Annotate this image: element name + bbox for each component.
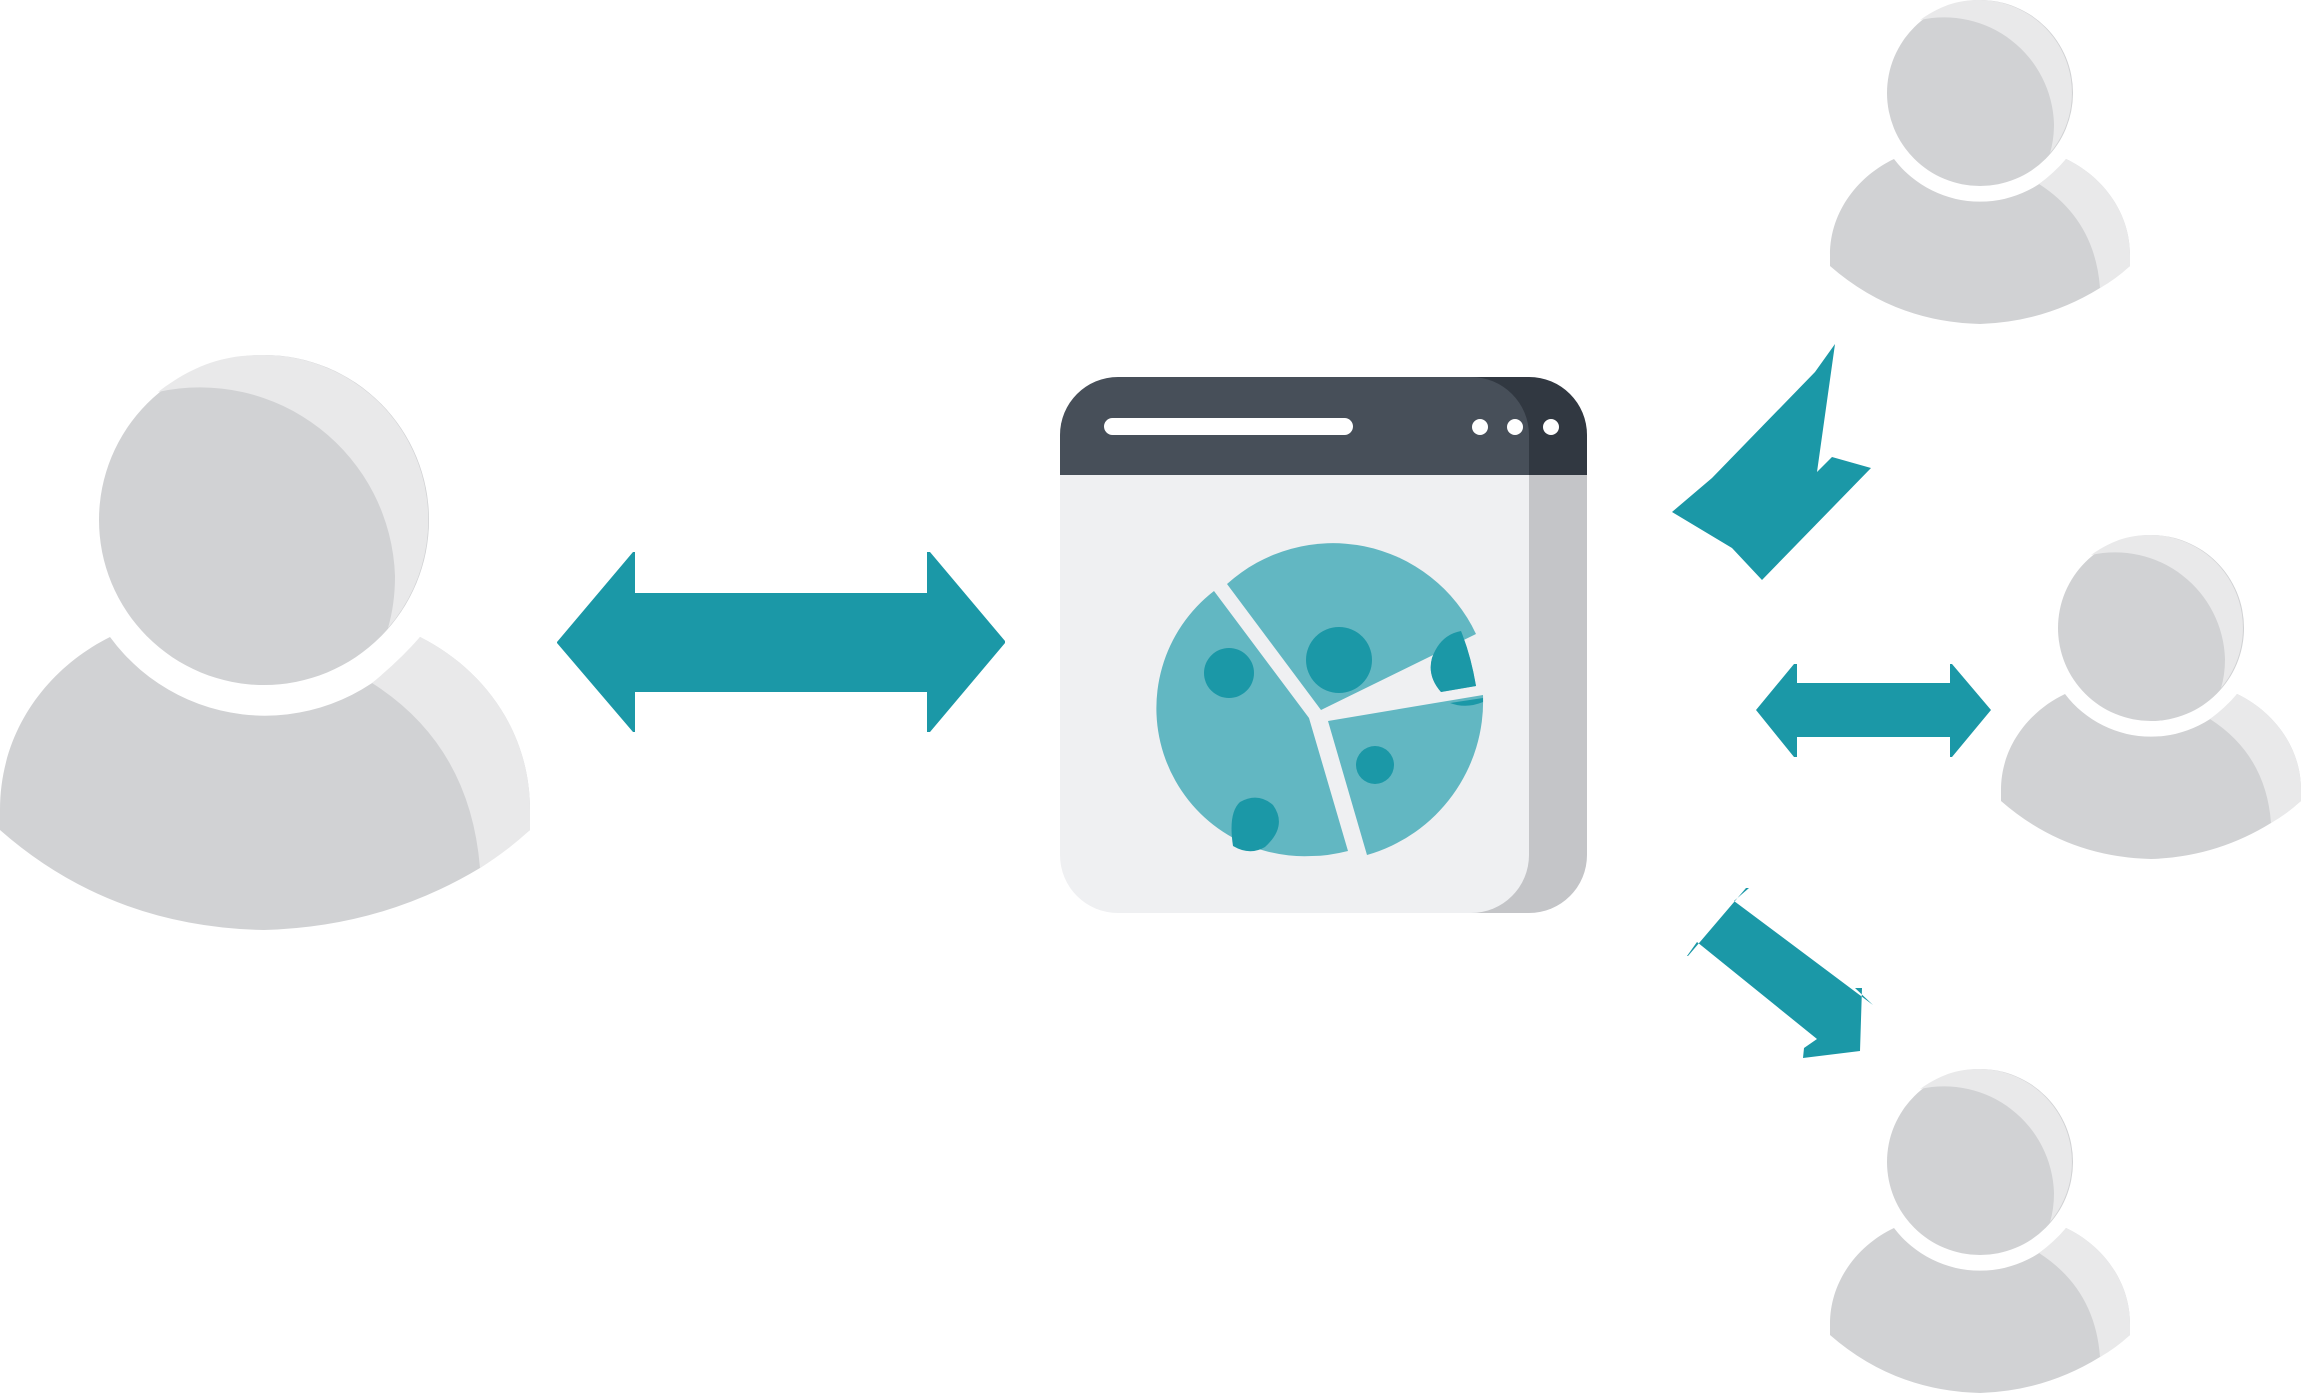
- window-control-dot-icon: [1543, 419, 1559, 435]
- audience-arrow-middle-icon: [1756, 664, 1991, 757]
- presenter-arrow-icon: [557, 552, 1005, 732]
- window-control-dot-icon: [1472, 419, 1488, 435]
- audience-arrow-bottom-icon: [1687, 888, 1873, 1058]
- audience-person-icon: [1830, 0, 2130, 324]
- pie-chart-icon: [1156, 543, 1484, 857]
- audience-arrow-top-icon: [1672, 344, 1871, 580]
- browser-window-icon: [1060, 377, 1587, 913]
- audience-person-icon: [2001, 535, 2301, 859]
- presenter-person-icon: [0, 355, 530, 930]
- address-bar-icon: [1104, 418, 1353, 435]
- audience-person-icon: [1830, 1069, 2130, 1393]
- window-control-dot-icon: [1507, 419, 1523, 435]
